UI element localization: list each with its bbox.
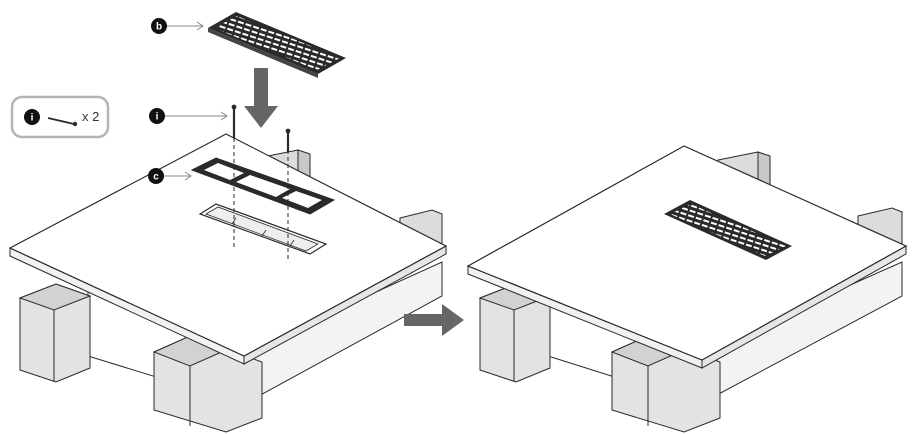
svg-text:i: i [156, 112, 159, 123]
after-installation-scene [466, 145, 908, 433]
parts-box: i x 2 [10, 95, 110, 139]
callout-frame: c [148, 168, 192, 184]
parts-screw-callout: i [24, 109, 40, 125]
front-support-block-left [18, 283, 92, 383]
before-installation-scene: b i c [8, 12, 448, 433]
down-arrow-icon [244, 68, 278, 128]
ventilation-grille [208, 12, 346, 78]
callout-screw: i [149, 108, 228, 124]
screw-right [285, 128, 291, 152]
parts-quantity: x 2 [82, 109, 99, 124]
next-step-arrow-icon [404, 304, 464, 336]
worktop-slab [8, 133, 448, 365]
svg-text:c: c [153, 172, 159, 183]
svg-text:i: i [31, 113, 34, 124]
screw-alignment-lines [233, 138, 289, 262]
worktop-slab [466, 145, 908, 369]
screw-left [231, 104, 237, 138]
svg-text:b: b [156, 22, 162, 33]
callout-grille: b [151, 18, 204, 34]
screw-icon [47, 117, 78, 127]
installed-ventilation-grille [664, 200, 792, 260]
